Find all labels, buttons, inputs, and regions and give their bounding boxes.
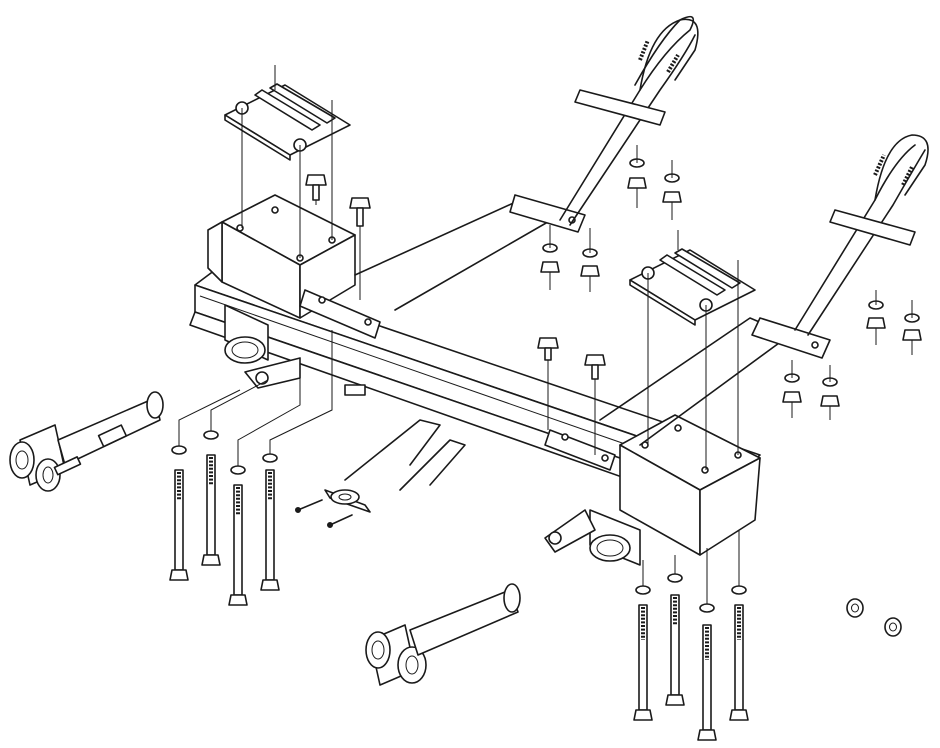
washer xyxy=(262,453,278,463)
clamp-plate-left xyxy=(224,83,351,161)
long-bolts-right xyxy=(633,573,749,741)
long-bolt xyxy=(201,454,221,566)
tow-arm-right xyxy=(365,583,521,686)
receiver-right xyxy=(544,509,641,566)
washer xyxy=(171,445,187,455)
tow-arm-left xyxy=(9,391,164,492)
u-bolt-right xyxy=(794,134,929,336)
safety-cable-bracket xyxy=(324,384,466,513)
long-bolt xyxy=(260,469,280,591)
strut-left xyxy=(299,194,586,339)
long-bolt xyxy=(228,484,248,606)
washer xyxy=(230,465,246,475)
spacer-washers xyxy=(846,598,902,637)
short-hex-bolts xyxy=(305,174,606,380)
long-bolt xyxy=(633,604,653,721)
washer xyxy=(203,430,219,440)
u-bolt-left xyxy=(559,15,699,226)
receiver-left xyxy=(224,304,301,389)
clamp-plate-right xyxy=(629,248,756,326)
long-bolt xyxy=(665,594,685,706)
small-screws xyxy=(295,499,353,528)
long-bolts-left xyxy=(169,430,280,606)
long-bolt xyxy=(169,469,189,581)
strut-right xyxy=(544,317,831,471)
long-bolt xyxy=(697,624,717,741)
long-bolt xyxy=(729,604,749,721)
assembly-leader-lines xyxy=(178,65,913,604)
